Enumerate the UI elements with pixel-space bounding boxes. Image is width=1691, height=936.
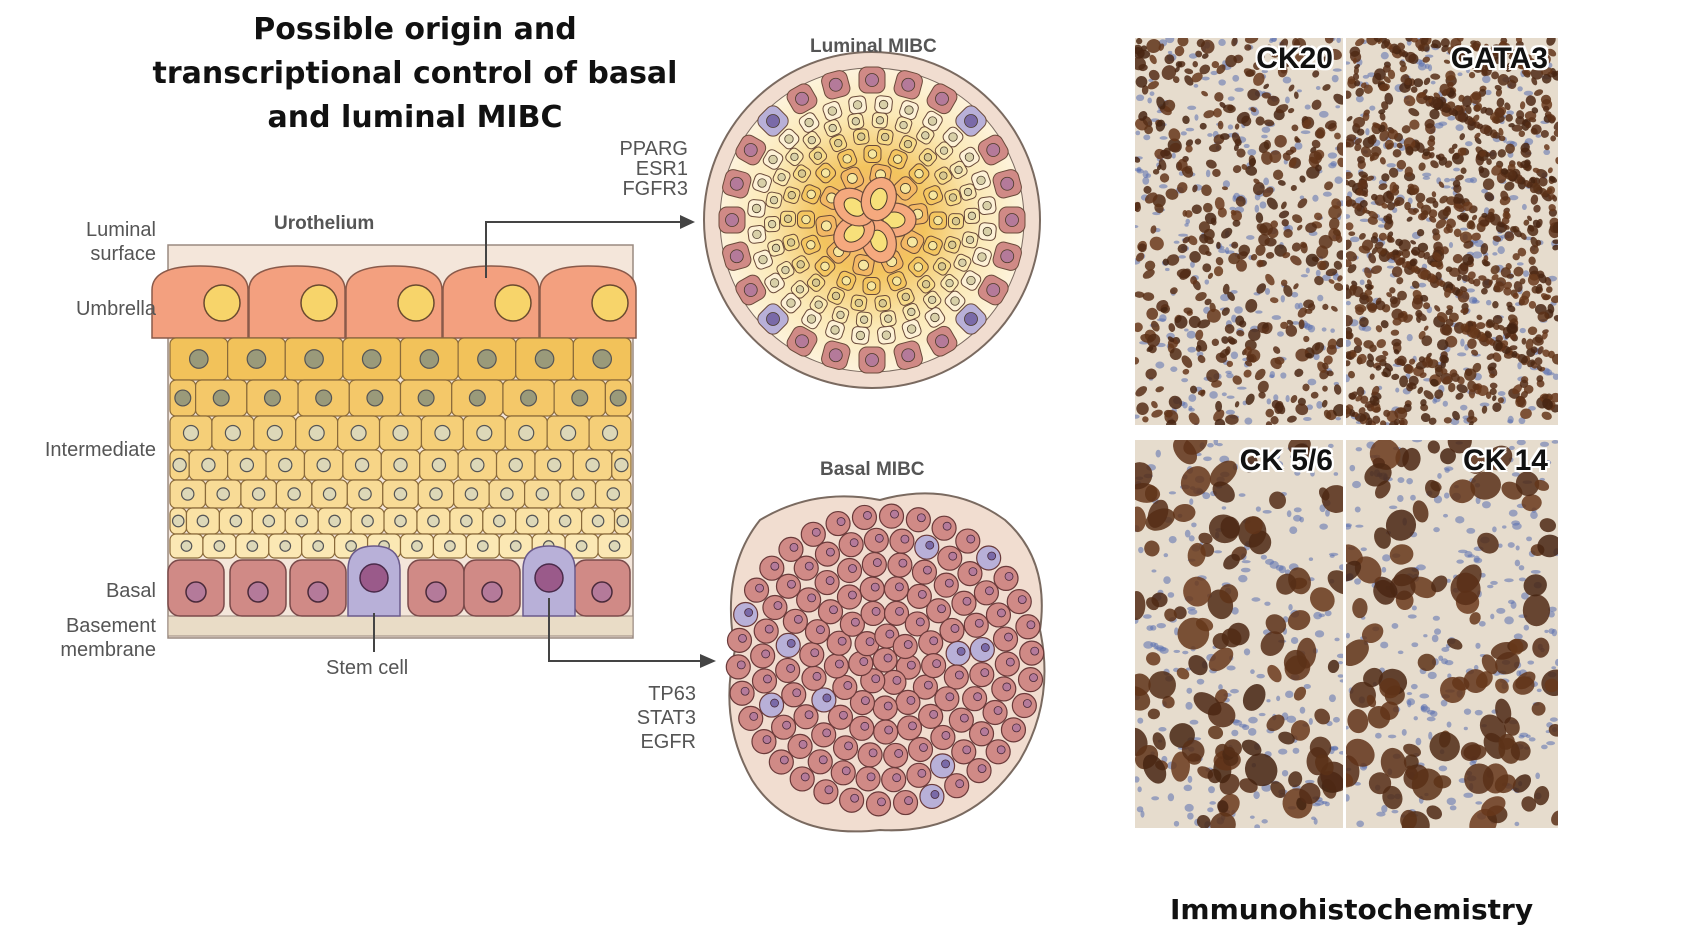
urothelium-header: Urothelium [274,213,374,235]
ihc-panel-ck14: CK 14 [1346,440,1558,828]
ihc-panel-ck20: CK20 [1135,38,1343,425]
label-basement-2: membrane [20,638,156,662]
ihc-panel-gata3: GATA3 [1346,38,1558,425]
label-basement-1: Basement [20,614,156,638]
label-basement-membrane: Basement membrane [20,614,156,662]
factor-pparg: PPARG [580,139,688,159]
factor-fgfr3: FGFR3 [580,179,688,199]
gata3-micrograph [1346,38,1558,425]
luminal-mibc-header: Luminal MIBC [810,36,937,58]
label-intermediate: Intermediate [4,438,156,462]
basal-factors: TP63 STAT3 EGFR [590,682,696,754]
luminal-mibc-tumor [704,52,1040,388]
gata3-label: GATA3 [1451,42,1548,76]
factor-tp63: TP63 [590,682,696,706]
ck20-micrograph [1135,38,1343,425]
luminal-factors: PPARG ESR1 FGFR3 [580,139,688,199]
factor-esr1: ESR1 [580,159,688,179]
label-luminal-surface: Luminal surface [40,218,156,266]
factor-stat3: STAT3 [590,706,696,730]
basal-mibc-tumor [726,493,1044,831]
label-basal: Basal [40,579,156,603]
ck20-label: CK20 [1256,42,1333,76]
ck14-label: CK 14 [1463,444,1548,478]
basal-mibc-header: Basal MIBC [820,459,925,481]
ck56-micrograph [1135,440,1343,828]
label-umbrella: Umbrella [40,297,156,321]
ihc-caption: Immunohistochemistry [1170,893,1533,926]
mibc-diagram [0,0,1120,936]
label-luminal-surface-2: surface [40,242,156,266]
factor-egfr: EGFR [590,730,696,754]
urothelium-block [152,245,636,638]
ihc-panel-ck56: CK 5/6 [1135,440,1343,828]
label-stem-cell: Stem cell [326,656,408,680]
ck56-label: CK 5/6 [1240,444,1333,478]
label-luminal-surface-1: Luminal [40,218,156,242]
ck14-micrograph [1346,440,1558,828]
